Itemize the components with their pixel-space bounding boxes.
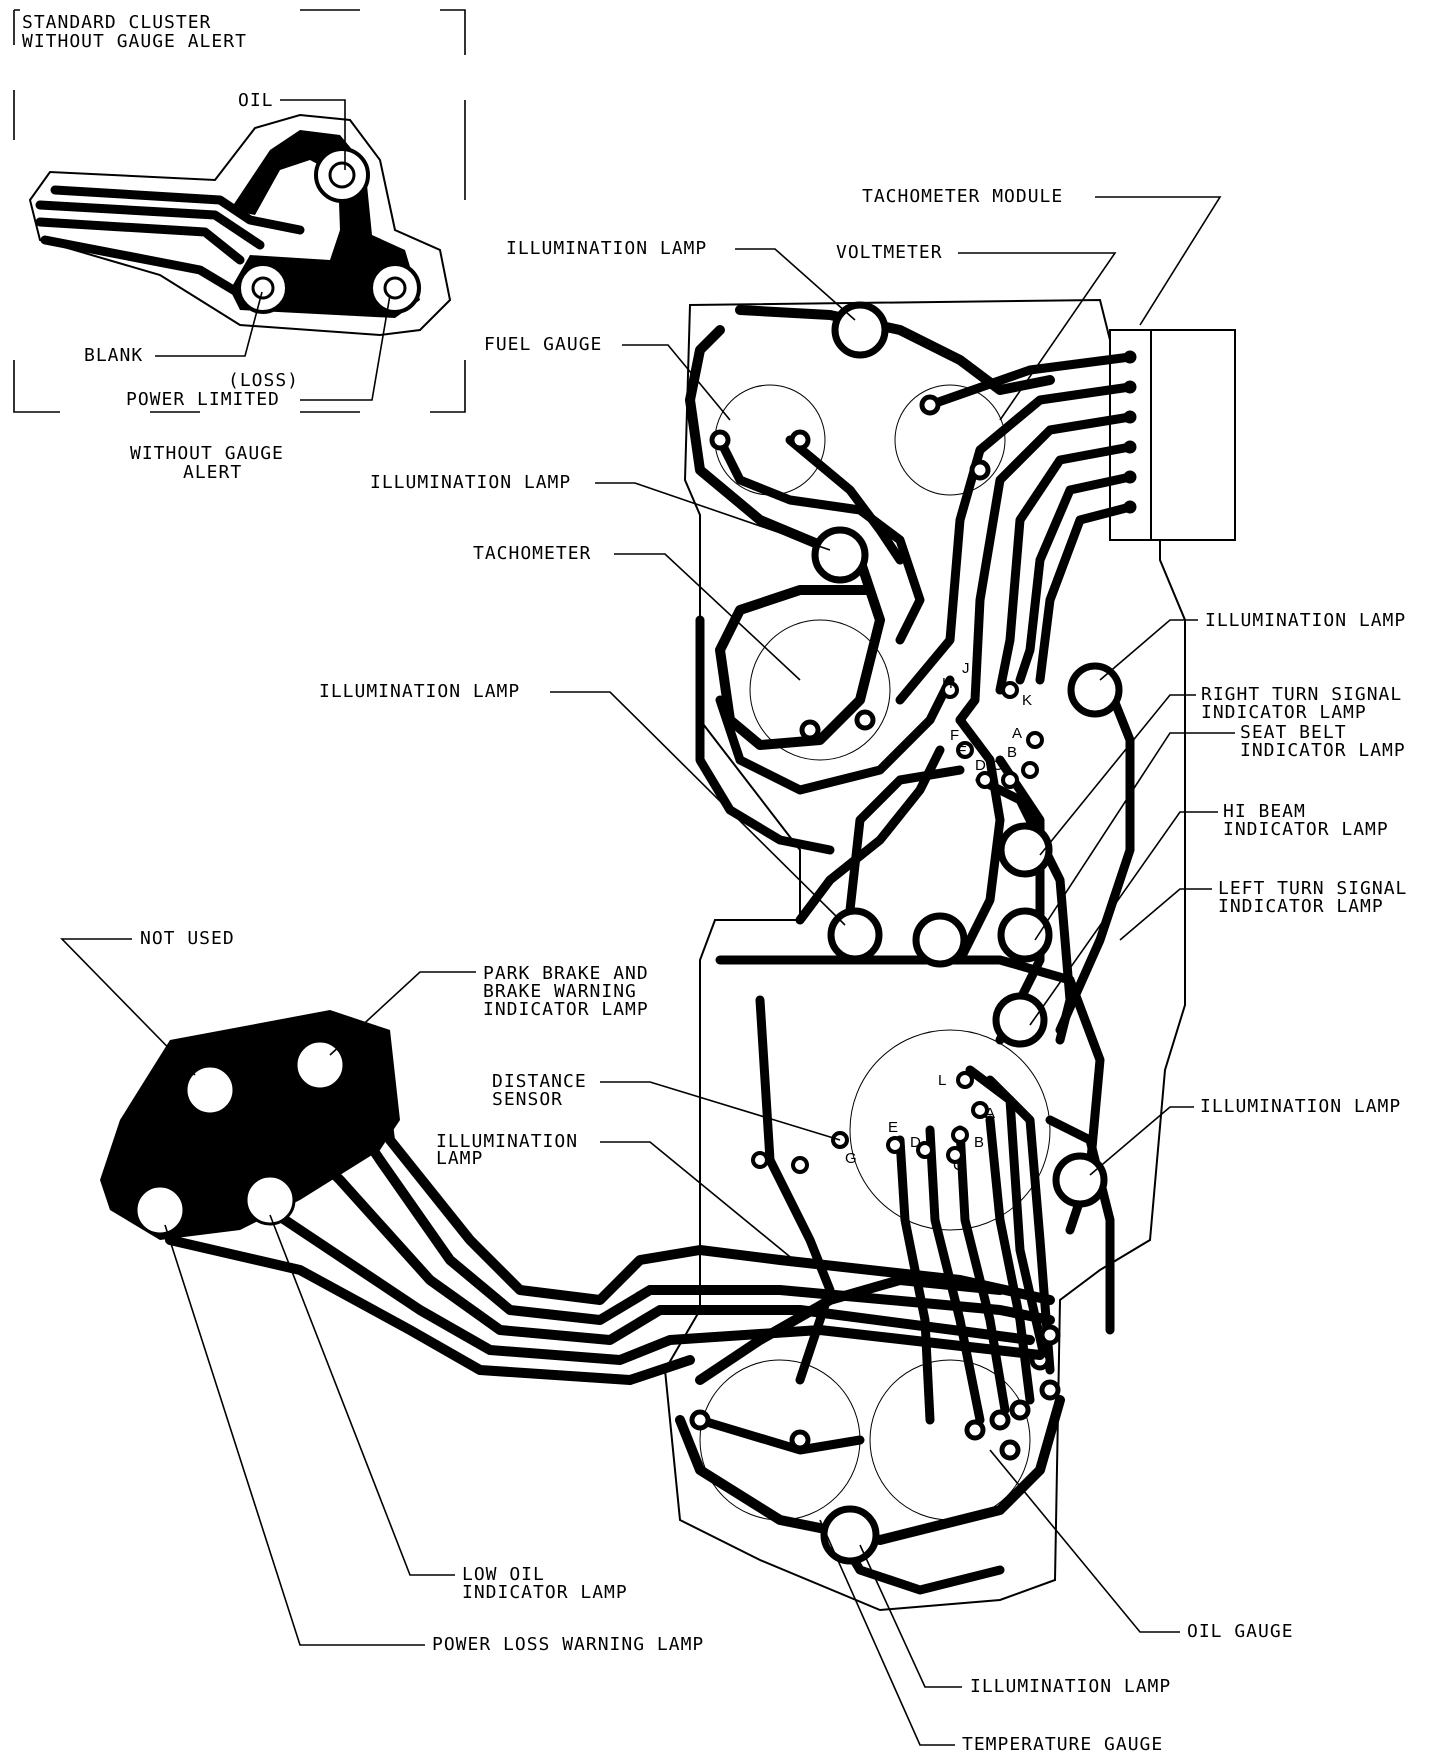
inset-oil-label: OIL [238,90,274,111]
label-illum-lamp-3: ILLUMINATION LAMP [319,681,520,702]
left-turn-socket [992,992,1048,1048]
label-power-loss: POWER LOSS WARNING LAMP [432,1634,704,1655]
label-right-turn-1: RIGHT TURN SIGNAL [1201,684,1402,705]
pin-letters: H J K F A E D C B L A E D B C G [845,660,1032,1174]
label-distance-sensor-1: DISTANCE [492,1071,587,1092]
inset-blank-label: BLANK [84,345,143,366]
label-illum-lamp-right-2: ILLUMINATION LAMP [1200,1096,1401,1117]
hi-beam-socket [997,907,1053,963]
label-voltmeter: VOLTMETER [836,242,943,263]
label-oil-gauge: OIL GAUGE [1187,1621,1294,1642]
power-loss-socket [134,1184,186,1236]
inset-standard-cluster: STANDARD CLUSTER WITHOUT GAUGE ALERT OIL… [13,9,466,483]
label-seat-belt-1: SEAT BELT [1240,722,1347,743]
pin-K: K [1022,692,1032,709]
pin-D: D [975,757,986,774]
label-illum-lamp-4-1: ILLUMINATION [436,1131,578,1152]
pin-F: F [950,727,959,744]
pin-C-lower: C [953,1157,964,1174]
upper-traces [685,305,1135,1045]
pin-E: E [957,743,967,760]
label-left-turn-2: INDICATOR LAMP [1218,896,1384,917]
inset-caption-line1: WITHOUT GAUGE [130,443,284,464]
label-hi-beam-2: INDICATOR LAMP [1223,819,1389,840]
label-park-brake-2: BRAKE WARNING [483,981,637,1002]
inset-caption-line2: ALERT [183,462,242,483]
label-tachometer: TACHOMETER [473,543,591,564]
pin-B: B [1007,744,1017,761]
not-used-socket [184,1064,236,1116]
label-hi-beam-1: HI BEAM [1223,801,1306,822]
illum-lamp-top-socket [831,301,889,359]
pin-E-lower: E [888,1119,898,1136]
illum-lamp-bottom-socket [820,1505,880,1565]
label-illum-lamp-right-1: ILLUMINATION LAMP [1205,610,1406,631]
low-oil-socket [244,1174,296,1226]
pin-L-lower: L [938,1072,946,1089]
pin-G-lower: G [845,1150,857,1167]
inset-blank-socket [237,262,289,314]
illum-lamp-mid-socket [912,912,968,968]
main-circuit-board [663,298,1236,1612]
label-low-oil-2: INDICATOR LAMP [462,1582,628,1603]
inset-title-line1: STANDARD CLUSTER [22,12,211,33]
speedometer-dial [849,1029,1051,1231]
illum-lamp-tach-socket [811,526,869,584]
pin-J: J [962,660,970,677]
label-distance-sensor-2: SENSOR [492,1089,563,1110]
inset-oil-socket [314,147,370,203]
label-park-brake-3: INDICATOR LAMP [483,999,649,1020]
pin-D-lower: D [910,1134,921,1151]
pin-B-lower: B [974,1134,984,1151]
label-illum-lamp-bottom: ILLUMINATION LAMP [970,1676,1171,1697]
inset-power-limited-socket [369,262,421,314]
left-flex-wing [100,1010,1055,1385]
label-tachometer-module: TACHOMETER MODULE [862,186,1063,207]
label-temperature-gauge: TEMPERATURE GAUGE [962,1734,1163,1755]
label-low-oil-1: LOW OIL [462,1564,545,1585]
label-not-used: NOT USED [140,928,235,949]
label-seat-belt-2: INDICATOR LAMP [1240,740,1406,761]
label-right-turn-2: INDICATOR LAMP [1201,702,1367,723]
pin-H: H [942,675,953,692]
inset-power-limited-label: POWER LIMITED [126,389,280,410]
label-left-turn-1: LEFT TURN SIGNAL [1218,878,1407,899]
pin-A: A [1012,725,1022,742]
pin-A-lower: A [985,1105,995,1122]
illum-lamp-right-lower-socket [1052,1152,1108,1208]
callouts: TACHOMETER MODULE ILLUMINATION LAMP VOLT… [60,186,1407,1755]
inset-title-line2: WITHOUT GAUGE ALERT [22,31,247,52]
right-turn-socket [1067,662,1123,718]
label-park-brake-1: PARK BRAKE AND [483,963,649,984]
tachometer-dial [749,619,891,761]
inset-loss-label: (LOSS) [228,370,299,391]
label-illum-lamp-4-2: LAMP [436,1148,483,1169]
pin-C: C [992,757,1003,774]
voltmeter-dial [894,384,1006,496]
seat-belt-socket [997,822,1053,878]
label-illum-lamp-2: ILLUMINATION LAMP [370,472,571,493]
label-fuel-gauge: FUEL GAUGE [484,334,602,355]
label-illum-lamp-1: ILLUMINATION LAMP [506,238,707,259]
